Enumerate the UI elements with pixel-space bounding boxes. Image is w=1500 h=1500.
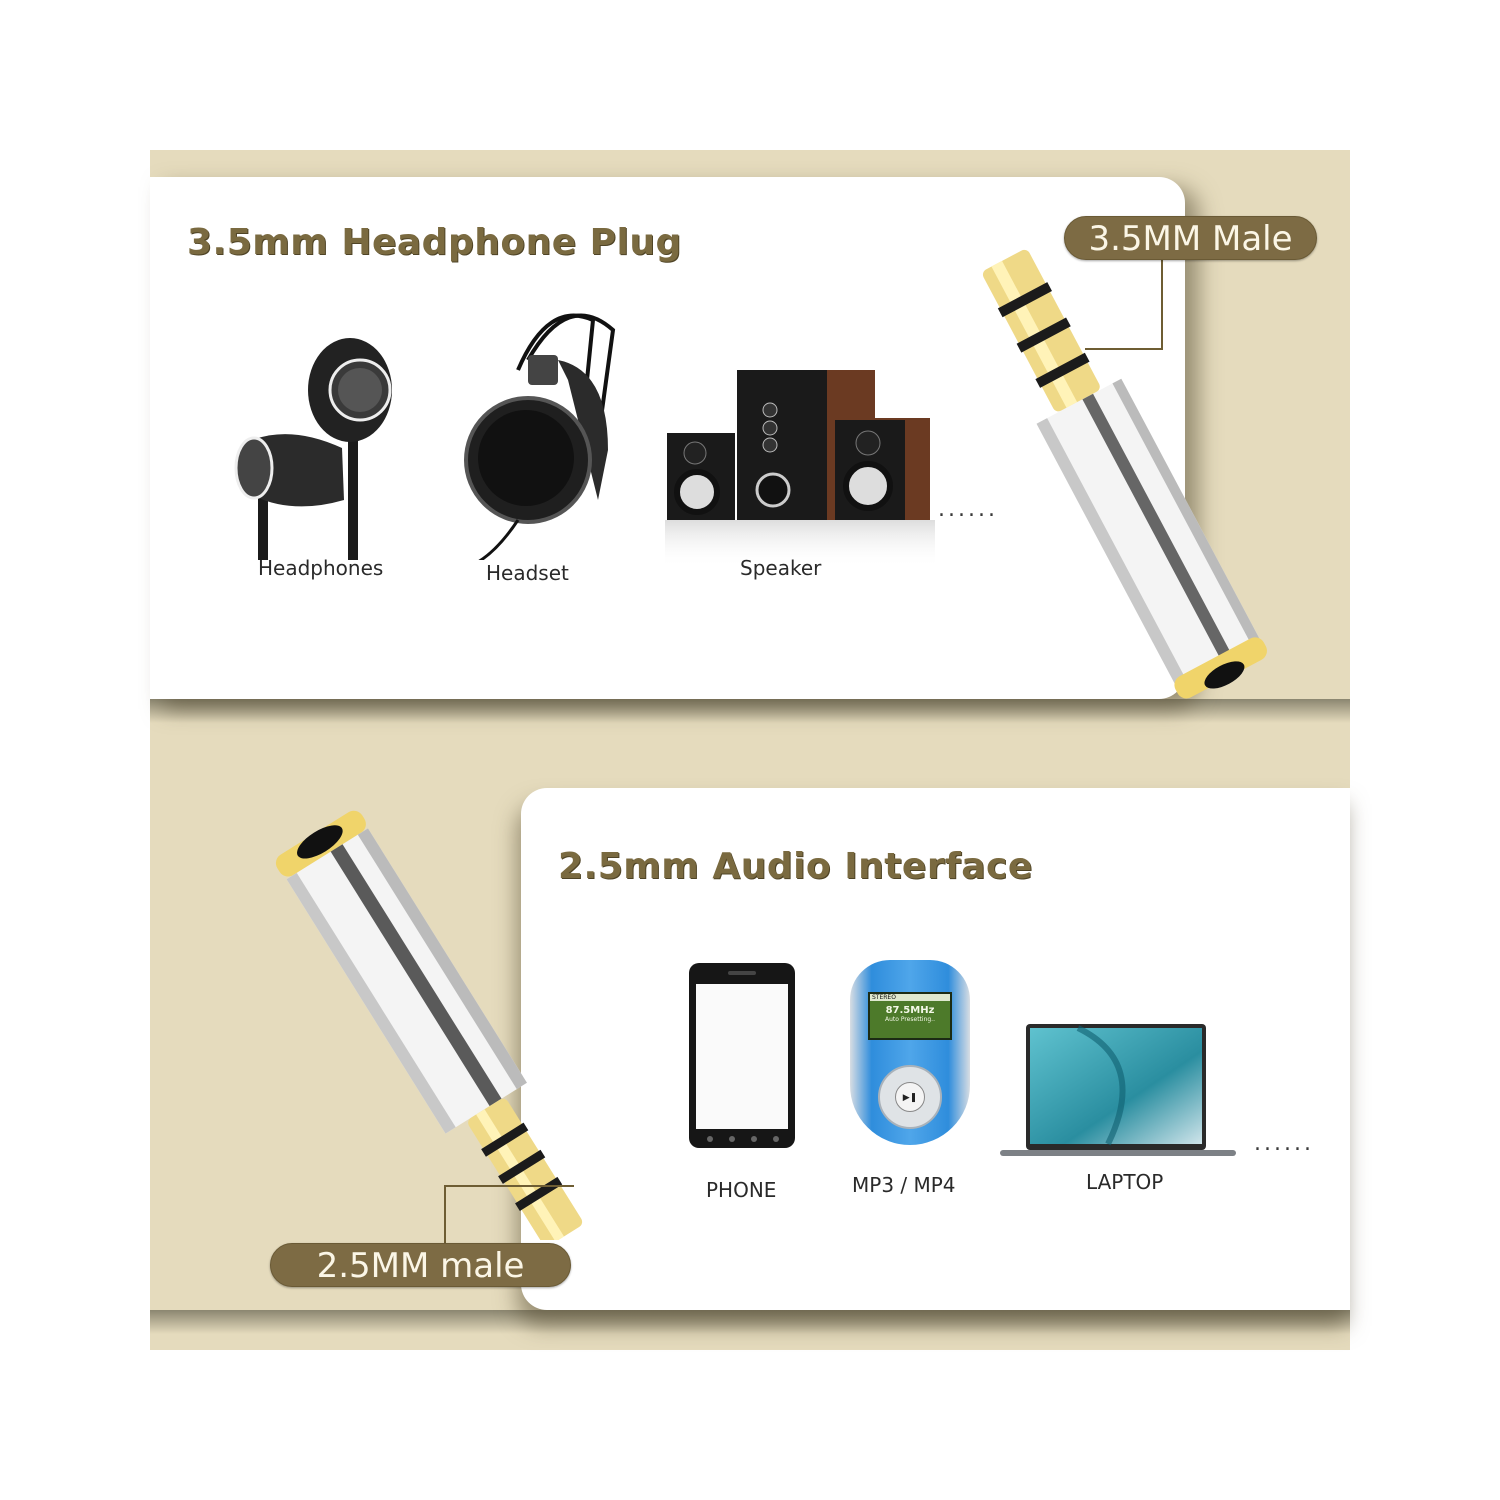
section-title-2-5mm: 2.5mm Audio Interface <box>558 846 1033 887</box>
plug-label-3-5mm-male: 3.5MM Male <box>1064 216 1317 260</box>
play-pause-icon: ▶❚ <box>895 1082 925 1112</box>
mp3-player-icon: STEREO 87.5MHz Auto Presetting.. ▶❚ <box>850 960 970 1145</box>
more-devices-ellipsis: ...... <box>1254 1131 1314 1156</box>
earbuds-icon <box>234 338 392 560</box>
mp3-screen-subtext: Auto Presetting.. <box>885 1016 935 1023</box>
card-shadow <box>150 1310 1350 1334</box>
section-title-3-5mm: 3.5mm Headphone Plug <box>187 222 682 263</box>
mp3-screen-status: STEREO <box>870 994 950 1001</box>
leader-line <box>1161 250 1163 350</box>
over-ear-headset-icon <box>464 313 616 560</box>
device-label-speaker: Speaker <box>740 556 822 580</box>
more-devices-ellipsis: ...... <box>938 497 998 522</box>
leader-line <box>1085 348 1163 350</box>
leader-line <box>444 1185 446 1245</box>
device-label-laptop: LAPTOP <box>1086 1170 1164 1194</box>
smartphone-icon <box>689 963 795 1148</box>
laptop-icon <box>1000 1024 1236 1156</box>
device-label-mp3-mp4: MP3 / MP4 <box>852 1173 956 1197</box>
3-5mm-adapter-icon <box>982 249 1267 699</box>
card-shadow <box>150 699 1350 723</box>
device-label-headphones: Headphones <box>258 556 384 580</box>
speaker-system-icon <box>665 370 935 568</box>
device-label-headset: Headset <box>486 561 569 585</box>
plug-label-2-5mm-male: 2.5MM male <box>270 1243 571 1287</box>
leader-line <box>444 1185 574 1187</box>
2-5mm-adapter-icon <box>275 810 583 1240</box>
device-label-phone: PHONE <box>706 1178 777 1202</box>
mp3-screen-frequency: 87.5MHz <box>885 1005 935 1016</box>
